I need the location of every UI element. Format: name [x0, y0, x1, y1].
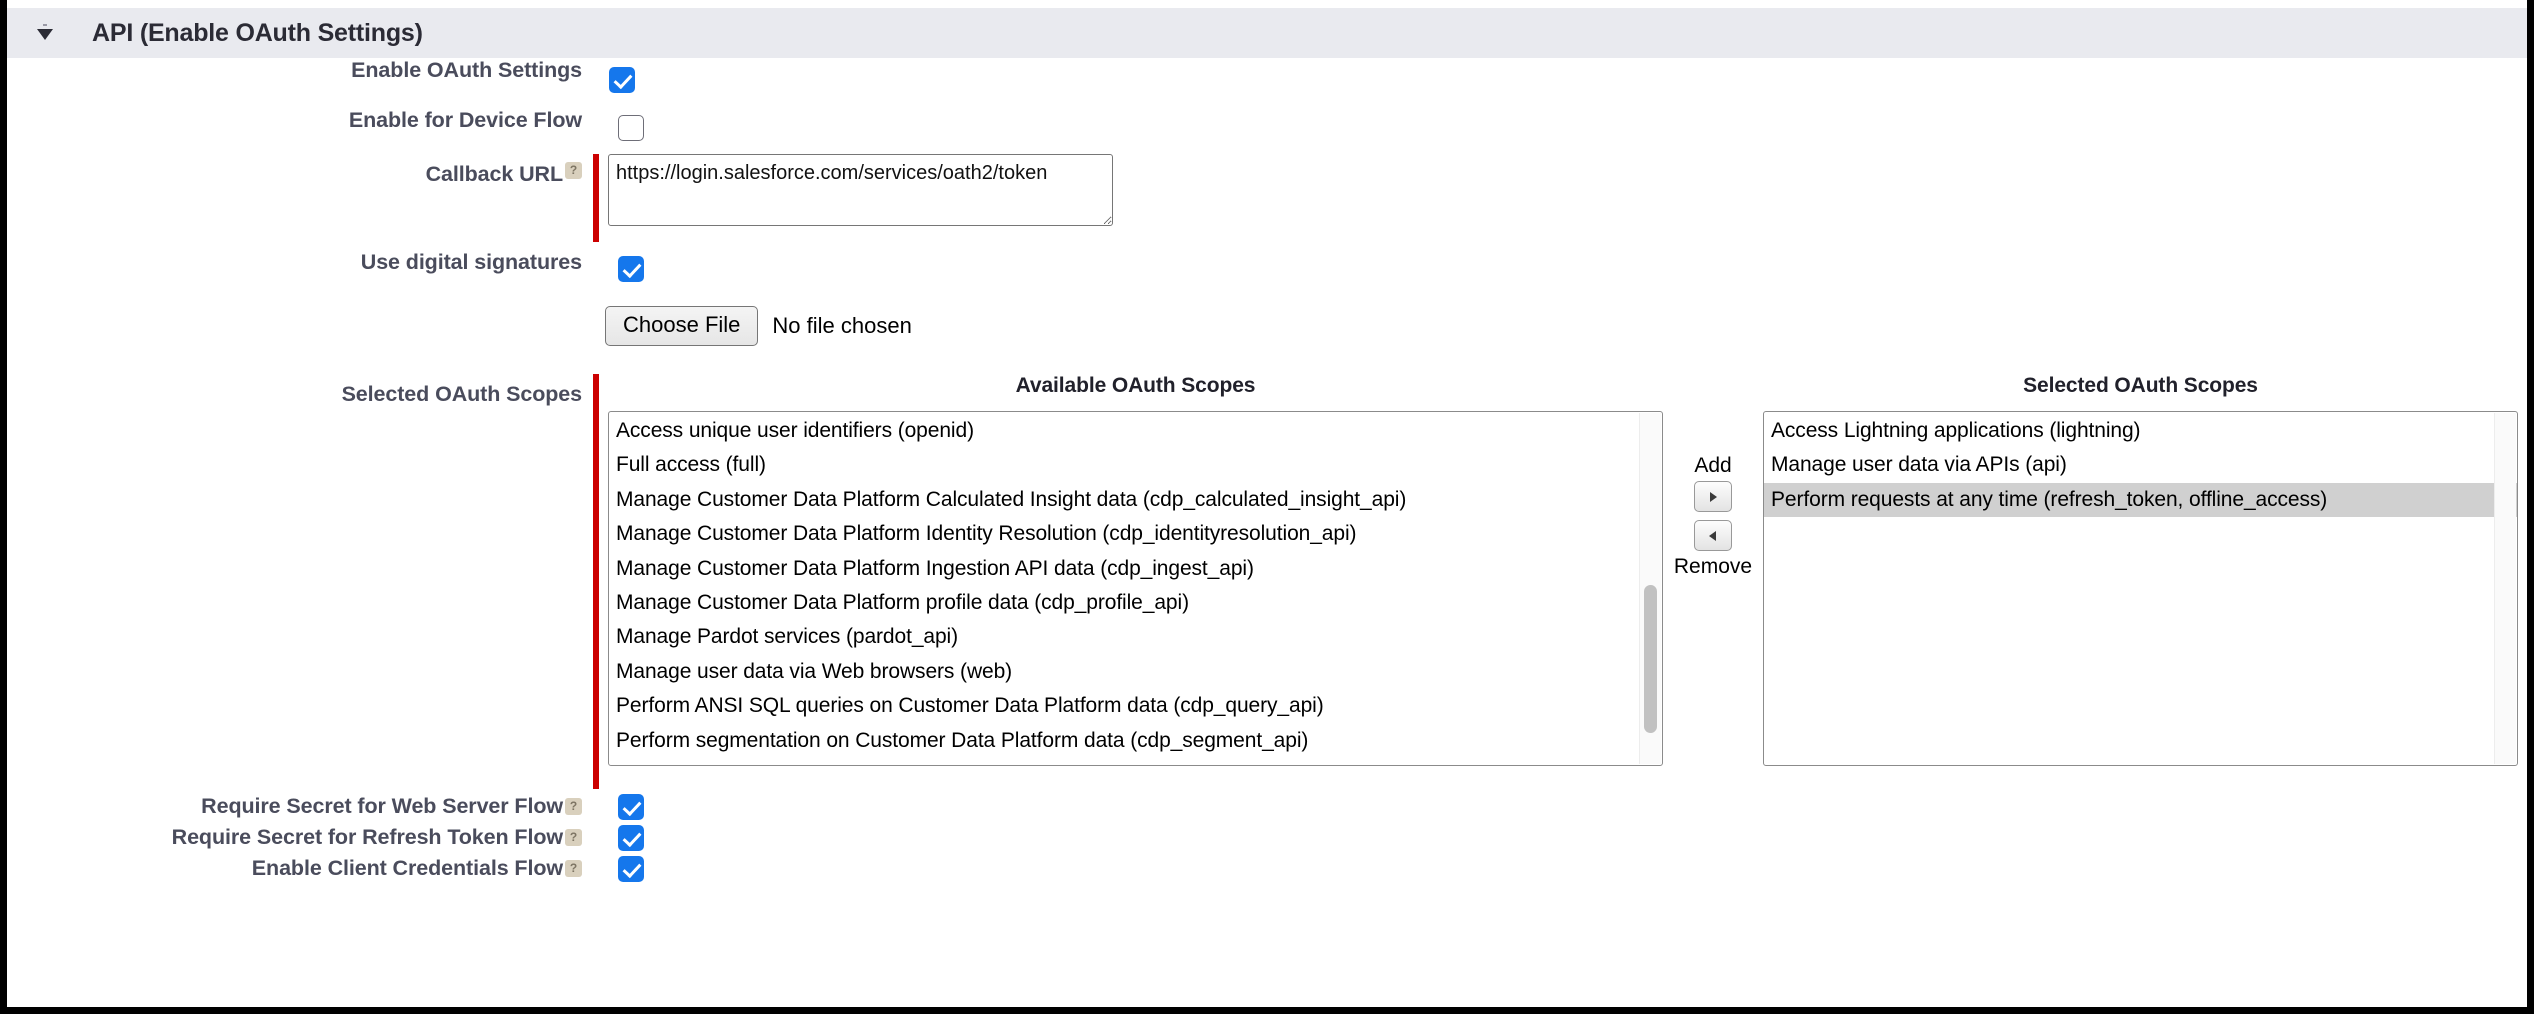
row-enable-device-flow: Enable for Device Flow — [7, 108, 2527, 154]
list-item[interactable]: Manage Customer Data Platform Ingestion … — [616, 556, 1254, 580]
row-enable-oauth-settings: Enable OAuth Settings — [7, 58, 2527, 108]
available-scopes-listbox[interactable]: Access unique user identifiers (openid) … — [608, 411, 1663, 766]
list-item[interactable]: Perform segmentation on Customer Data Pl… — [616, 728, 1309, 752]
help-icon[interactable]: ? — [565, 798, 582, 815]
help-icon[interactable]: ? — [565, 829, 582, 846]
list-item[interactable]: Access unique user identifiers (openid) — [616, 419, 974, 442]
list-item[interactable]: Perform requests at any time (refresh_to… — [1764, 482, 2517, 518]
page-title: API (Enable OAuth Settings) — [92, 18, 423, 47]
available-scopes-options[interactable]: Access unique user identifiers (openid) … — [609, 412, 1662, 765]
arrow-right-icon — [1705, 489, 1721, 505]
use-digital-signatures-label: Use digital signatures — [360, 250, 582, 274]
enable-device-flow-label: Enable for Device Flow — [348, 108, 582, 132]
list-item[interactable]: Manage user data via APIs (api) — [1771, 453, 2067, 477]
oauth-settings-form: Enable OAuth Settings Enable for Device … — [7, 58, 2527, 887]
callback-url-input[interactable] — [608, 154, 1113, 226]
selected-scopes-heading: Selected OAuth Scopes — [2023, 374, 2258, 397]
selected-scopes-options[interactable]: Access Lightning applications (lightning… — [1764, 412, 2517, 765]
enable-client-credentials-flow-label: Enable Client Credentials Flow? — [7, 856, 582, 881]
required-indicator — [593, 374, 599, 789]
arrow-left-icon — [1705, 528, 1721, 544]
help-icon[interactable]: ? — [565, 860, 582, 877]
scrollbar-thumb[interactable] — [1644, 585, 1657, 733]
file-status-text: No file chosen — [772, 312, 912, 338]
require-secret-web-server-flow-checkbox[interactable] — [618, 794, 644, 820]
callback-url-label: Callback URL? — [7, 154, 582, 187]
row-callback-url: Callback URL? — [7, 154, 2527, 250]
selected-oauth-scopes-label: Selected OAuth Scopes — [341, 382, 583, 406]
require-secret-web-server-flow-label: Require Secret for Web Server Flow? — [7, 794, 582, 819]
list-item[interactable]: Perform ANSI SQL queries on Customer Dat… — [616, 694, 1324, 718]
remove-label: Remove — [1673, 555, 1753, 579]
row-require-secret-refresh-token-flow: Require Secret for Refresh Token Flow? — [7, 825, 2527, 856]
selected-scopes-scrollbar[interactable] — [2494, 413, 2516, 764]
require-secret-refresh-token-flow-label: Require Secret for Refresh Token Flow? — [7, 825, 582, 850]
available-scopes-heading: Available OAuth Scopes — [1015, 374, 1256, 397]
list-item[interactable]: Manage Customer Data Platform Identity R… — [616, 522, 1357, 546]
add-scope-button[interactable] — [1694, 481, 1732, 513]
require-secret-refresh-token-flow-label-text: Require Secret for Refresh Token Flow — [171, 825, 563, 849]
list-item[interactable]: Manage Customer Data Platform Calculated… — [616, 487, 1407, 511]
selected-scopes-listbox[interactable]: Access Lightning applications (lightning… — [1763, 411, 2518, 766]
required-indicator — [593, 154, 599, 242]
list-item[interactable]: Manage user data via Web browsers (web) — [616, 659, 1013, 683]
add-remove-controls: Add — [1663, 374, 1763, 578]
enable-oauth-settings-checkbox[interactable] — [609, 67, 635, 93]
help-icon[interactable]: ? — [565, 162, 582, 179]
section-header: API (Enable OAuth Settings) — [7, 8, 2527, 58]
row-selected-oauth-scopes: Selected OAuth Scopes Available OAuth Sc… — [7, 374, 2527, 794]
list-item[interactable]: Manage Pardot services (pardot_api) — [616, 625, 959, 649]
row-require-secret-web-server-flow: Require Secret for Web Server Flow? — [7, 794, 2527, 825]
require-secret-web-server-flow-label-text: Require Secret for Web Server Flow — [201, 794, 563, 818]
list-item[interactable]: Access Lightning applications (lightning… — [1771, 419, 2141, 442]
row-use-digital-signatures: Use digital signatures — [7, 250, 2527, 298]
available-scopes-panel: Available OAuth Scopes Access unique use… — [608, 374, 1663, 766]
require-secret-refresh-token-flow-checkbox[interactable] — [618, 825, 644, 851]
enable-oauth-settings-label: Enable OAuth Settings — [351, 58, 582, 82]
available-scopes-scrollbar[interactable] — [1639, 413, 1661, 764]
remove-scope-button[interactable] — [1694, 520, 1732, 552]
list-item[interactable]: Manage Customer Data Platform profile da… — [616, 590, 1189, 614]
enable-client-credentials-flow-checkbox[interactable] — [618, 856, 644, 882]
row-certificate-upload: Choose File No file chosen — [7, 298, 2527, 374]
add-label: Add — [1694, 454, 1732, 477]
enable-client-credentials-flow-label-text: Enable Client Credentials Flow — [251, 856, 563, 880]
enable-device-flow-checkbox[interactable] — [618, 115, 644, 141]
row-enable-client-credentials-flow: Enable Client Credentials Flow? — [7, 856, 2527, 887]
use-digital-signatures-checkbox[interactable] — [618, 256, 644, 282]
callback-url-label-text: Callback URL — [425, 162, 564, 186]
choose-file-button[interactable]: Choose File — [605, 306, 759, 346]
selected-scopes-panel: Selected OAuth Scopes Access Lightning a… — [1763, 374, 2518, 766]
list-item[interactable]: Full access (full) — [616, 453, 766, 477]
triangle-down-icon[interactable] — [32, 20, 58, 46]
